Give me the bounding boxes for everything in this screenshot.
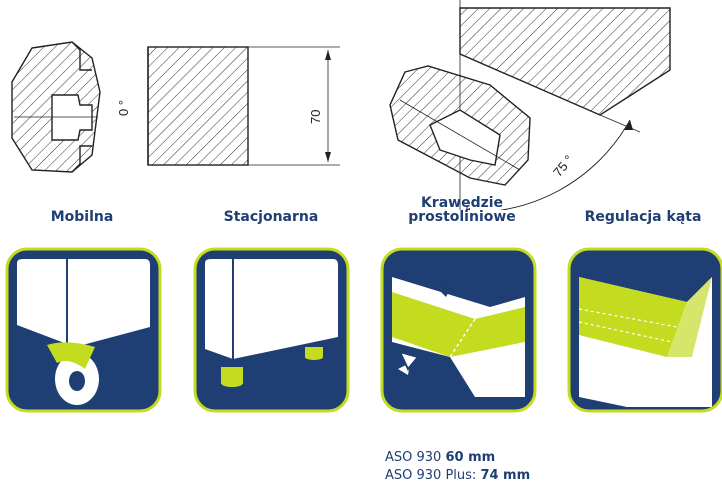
cutter-head-section-left bbox=[11, 41, 101, 173]
spec-line-aso930-prefix: ASO 930 bbox=[385, 450, 446, 465]
angle-zero-label: 0 ° bbox=[116, 99, 131, 116]
straight-edge-icon bbox=[380, 247, 537, 413]
angle-adjust-feature-tile bbox=[567, 247, 722, 413]
feature-label-stationary: Stacjonarna bbox=[223, 209, 319, 225]
dimension-70-label: 70 bbox=[308, 109, 323, 124]
spec-line-aso930-value: 60 mm bbox=[445, 450, 496, 465]
technical-drawings bbox=[11, 0, 671, 210]
caster-wheel-icon bbox=[5, 247, 162, 413]
mobile-tile-reflection bbox=[5, 413, 162, 489]
feature-label-angle-adjust: Regulacja kąta bbox=[584, 209, 702, 225]
spec-line-aso930: ASO 930 60 mm bbox=[385, 450, 495, 466]
spec-line-aso930-plus-prefix: ASO 930 Plus: bbox=[385, 468, 481, 483]
straight-edge-feature-tile bbox=[380, 247, 537, 413]
feature-label-straight-edges: Krawędzie prostoliniowe bbox=[408, 195, 516, 225]
machine-feet-icon bbox=[193, 247, 350, 413]
spec-line-aso930-plus-value: 74 mm bbox=[480, 468, 531, 483]
plate-zero-degree bbox=[147, 46, 340, 166]
mobile-feature-tile bbox=[5, 247, 162, 413]
angle-adjust-icon bbox=[567, 247, 722, 413]
stationary-tile-reflection bbox=[193, 413, 350, 489]
spec-line-aso930-plus: ASO 930 Plus: 74 mm bbox=[385, 468, 530, 484]
feature-label-mobile: Mobilna bbox=[50, 209, 114, 225]
stationary-feature-tile bbox=[193, 247, 350, 413]
angle-adjust-tile-reflection bbox=[567, 413, 722, 489]
angled-cutter-assembly bbox=[389, 0, 671, 210]
